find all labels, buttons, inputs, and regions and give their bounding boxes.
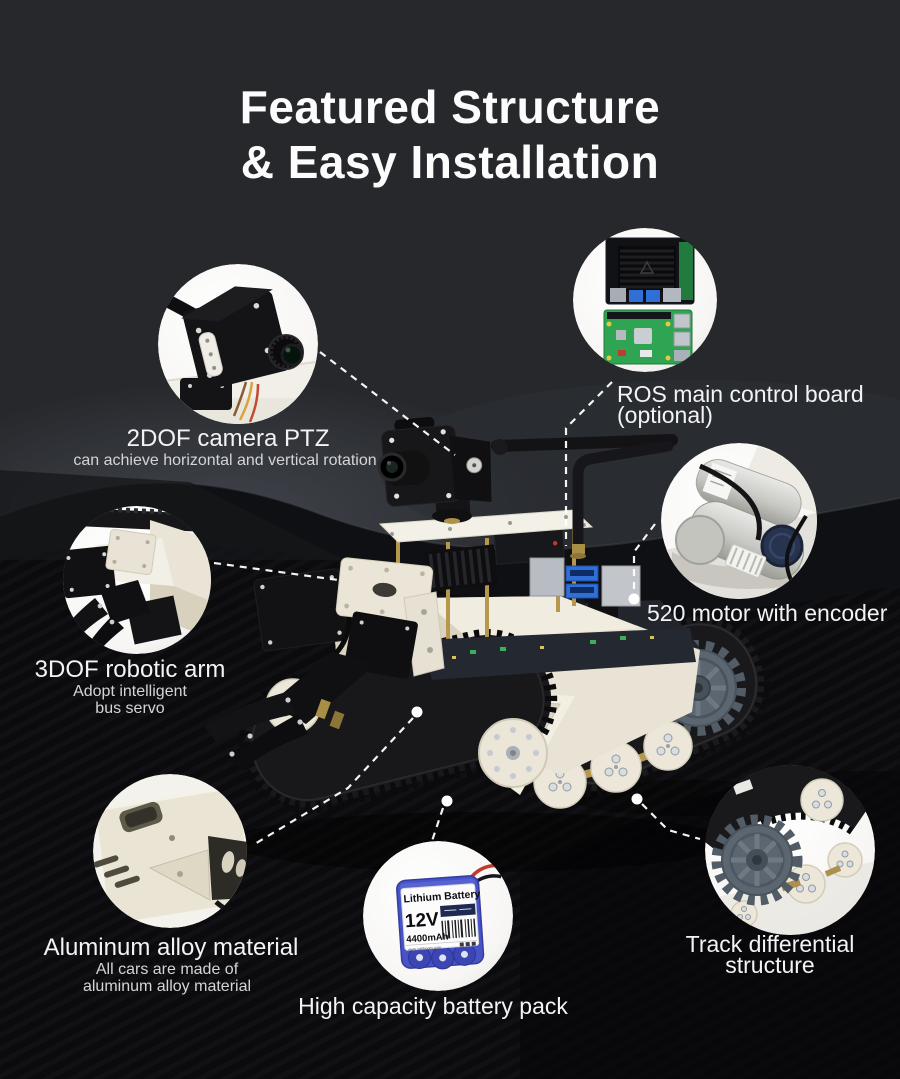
barcode	[441, 918, 476, 939]
front-sprocket-wheel	[478, 718, 548, 788]
battery-photo-circle: Lithium Battery 12V 4400mAh www.yahboom.…	[363, 841, 513, 991]
battery-label: High capacity battery pack	[298, 993, 568, 1019]
track-label: Track differential structure	[685, 931, 855, 978]
wifi-antennas	[491, 434, 678, 559]
battery-product-text: Lithium Battery	[403, 888, 481, 905]
aluminum-connector-line	[252, 717, 414, 846]
robot-shadow	[230, 812, 730, 872]
ros-board-photo-circle	[573, 228, 717, 372]
aluminum-photo-circle	[93, 774, 247, 928]
heatsink	[424, 544, 498, 592]
camera-ptz-subtitle: can achieve horizontal and vertical rota…	[73, 452, 377, 469]
sprocket-gear	[711, 814, 803, 906]
track-label-line2: structure	[725, 952, 815, 978]
page-title: Featured Structure & Easy Installation	[0, 80, 900, 190]
title-line-1: Featured Structure	[239, 81, 661, 133]
aluminum-subtitle: All cars are made of aluminum alloy mate…	[83, 961, 251, 995]
camera-connector-line	[319, 351, 456, 456]
callout-connectors	[213, 351, 701, 848]
battery-connector-line	[428, 807, 445, 848]
camera-ptz-photo-circle	[158, 264, 318, 424]
motor-label: 520 motor with encoder	[647, 600, 888, 626]
robotic-arm-label: 3DOF robotic arm	[34, 656, 226, 683]
title-line-2: & Easy Installation	[240, 136, 660, 188]
battery-pack: Lithium Battery 12V 4400mAh www.yahboom.…	[396, 863, 502, 970]
camera-ptz-label: 2DOF camera PTZ	[126, 425, 330, 452]
robotic-arm-subtitle-line2: bus servo	[95, 700, 165, 717]
robotic-arm	[204, 557, 445, 770]
ros-connector-line	[564, 381, 613, 546]
aluminum-subtitle-line1: All cars are made of	[95, 961, 239, 978]
arm-connector-line	[213, 561, 339, 582]
jetson-board	[605, 237, 695, 305]
track-connector-line	[641, 803, 701, 841]
track-label-line1: Track differential	[685, 931, 855, 957]
right-road-wheels	[533, 721, 693, 809]
ros-board-label-line1: ROS main control board	[617, 381, 864, 407]
battery-website-text: www.yahboom.com	[408, 946, 441, 952]
aluminum-subtitle-line2: aluminum alloy material	[82, 978, 252, 995]
robotic-arm-photo-circle	[63, 506, 211, 654]
track-photo-circle	[705, 765, 875, 935]
battery-voltage-text: 12V	[404, 909, 440, 932]
motor-photo-circle	[661, 443, 817, 599]
aluminum-label: Aluminum alloy material	[43, 934, 299, 961]
usb-ports	[565, 565, 599, 599]
callout-dots	[411, 593, 643, 807]
robotic-arm-subtitle-line1: Adopt intelligent	[73, 683, 187, 700]
camera-assembly	[377, 417, 492, 524]
robotic-arm-subtitle: Adopt intelligent bus servo	[73, 683, 187, 717]
battery-capacity-text: 4400mAh	[406, 931, 449, 945]
raspberry-pi-board	[603, 309, 693, 365]
ros-board-label: ROS main control board (optional)	[617, 381, 864, 428]
robot-illustration	[204, 417, 810, 872]
ros-board-label-line2: (optional)	[617, 402, 713, 428]
